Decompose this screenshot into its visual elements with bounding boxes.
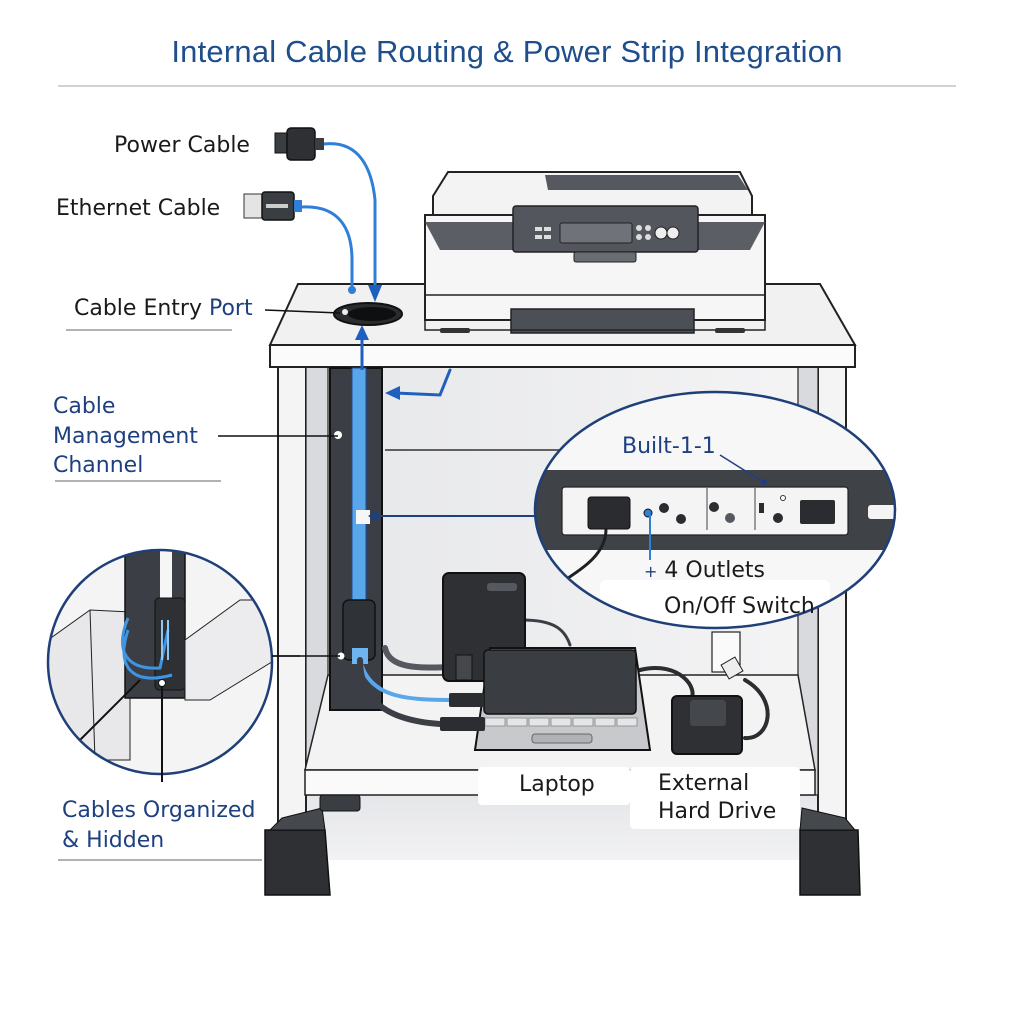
leader-cable-entry (264, 309, 341, 314)
entry-up-arrow (355, 325, 369, 340)
label-power-cable: Power Cable (114, 133, 250, 158)
diagram-title: Internal Cable Routing & Power Strip Int… (171, 34, 843, 69)
label-built-in: Built-1-1 (622, 434, 716, 459)
power-cable-arrow (368, 285, 382, 302)
power-cable-plug-icon (274, 127, 324, 161)
cabinet-foot-right (799, 807, 861, 896)
printer-paper-tray (510, 308, 695, 334)
label-cable-management-2: Management (53, 424, 198, 449)
hard-drive-label-bg (630, 767, 800, 829)
cable-entry-port (333, 302, 403, 326)
label-cable-entry-text: Cable Entry (74, 296, 209, 321)
power-strip-outlets (564, 488, 786, 582)
label-hard-drive-2: Hard Drive (658, 799, 777, 824)
outlets-marker: + (644, 562, 658, 581)
label-cables-organized-2: & Hidden (62, 828, 165, 853)
label-on-off-switch: On/Off Switch (664, 594, 815, 619)
printer (424, 171, 766, 334)
label-laptop: Laptop (519, 772, 595, 797)
wall-plug-icon (711, 631, 744, 680)
laptop-icon (440, 647, 652, 751)
cables-organized-callout (48, 550, 272, 774)
power-cable-line (323, 142, 377, 290)
power-strip-callout (535, 392, 895, 628)
label-cable-management-3: Channel (53, 453, 144, 478)
title-divider (58, 85, 956, 87)
cabinet-foot-left (264, 794, 361, 896)
printer-display (559, 222, 633, 244)
laptop-label-bg (478, 767, 630, 805)
label-cable-management-1: Cable (53, 394, 116, 419)
label-outlets: + 4 Outlets (644, 556, 765, 587)
label-ethernet-cable: Ethernet Cable (56, 196, 221, 221)
ethernet-cable-plug-icon (243, 191, 302, 221)
printer-button (666, 226, 680, 240)
label-cable-entry-port-word: Port (208, 296, 253, 321)
cable-management-channel (329, 367, 383, 711)
cabinet-top-edge (269, 344, 856, 368)
power-strip-switch (800, 500, 835, 524)
ethernet-cable-line (301, 205, 354, 290)
outlets-text: 4 Outlets (664, 558, 766, 583)
label-hard-drive-1: External (658, 771, 750, 796)
printer-button (654, 226, 668, 240)
label-cable-entry-port: Cable Entry Port (74, 294, 253, 324)
label-cables-organized-1: Cables Organized (62, 798, 256, 823)
external-hard-drive-icon (671, 695, 743, 755)
